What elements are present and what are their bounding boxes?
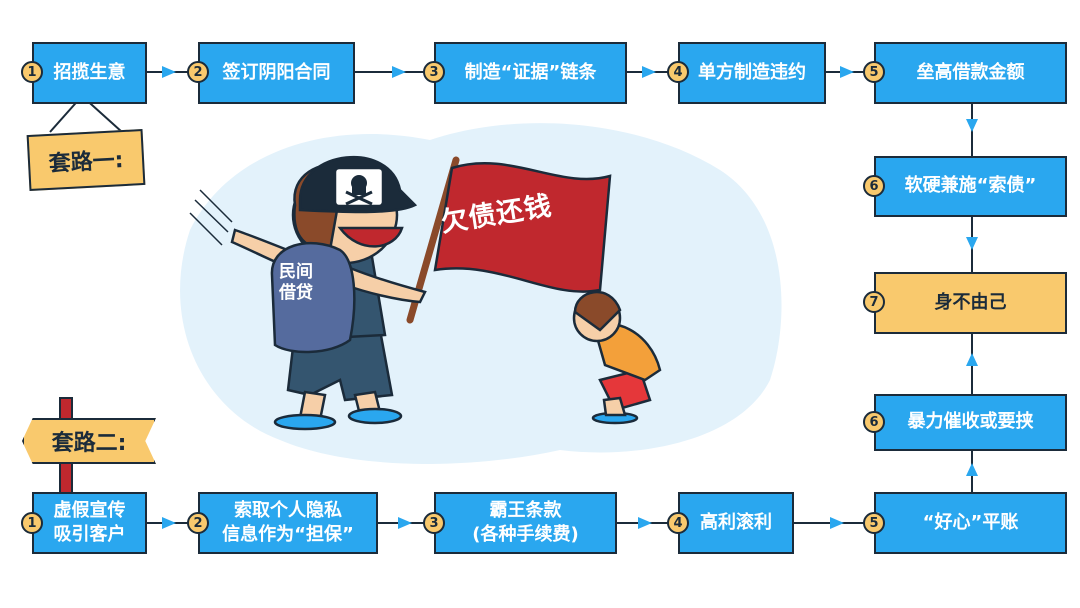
step-label: “好心”平账 <box>922 511 1019 533</box>
step-number: 7 <box>863 291 885 313</box>
backpack <box>270 241 356 354</box>
step-box: 垒高借款金额 <box>874 42 1067 104</box>
flag <box>433 162 612 293</box>
step-number: 1 <box>21 61 43 83</box>
step-number: 1 <box>21 512 43 534</box>
step-box: “好心”平账 <box>874 492 1067 554</box>
step-box: 暴力催收或要挟 <box>874 394 1067 451</box>
outcome-box: 身不由己 <box>874 272 1067 334</box>
step-number: 2 <box>187 512 209 534</box>
step-box: 制造“证据”链条 <box>434 42 627 104</box>
motion-lines <box>189 189 233 246</box>
step-label: 高利滚利 <box>700 511 772 533</box>
step-label: 签订阴阳合同 <box>222 61 331 83</box>
step-label: 暴力催收或要挟 <box>907 411 1034 433</box>
step-box: 高利滚利 <box>678 492 794 554</box>
step-label: 单方制造违约 <box>698 61 806 83</box>
step-number: 5 <box>863 61 885 83</box>
step-number: 4 <box>667 61 689 83</box>
sign-route-one-label: 套路一: <box>48 148 125 177</box>
step-box: 签订阴阳合同 <box>198 42 355 104</box>
sign-route-one: 套路一: <box>26 129 146 191</box>
step-label: 制造“证据”链条 <box>464 61 597 83</box>
step-label: 软硬兼施“索债” <box>904 175 1037 197</box>
step-label: 虚假宣传 吸引客户 <box>53 499 126 545</box>
sign-route-two-label: 套路二: <box>51 431 127 456</box>
step-number: 6 <box>863 175 885 197</box>
step-number: 2 <box>187 61 209 83</box>
step-label: 霸王条款 (各种手续费) <box>472 499 579 545</box>
step-box: 索取个人隐私 信息作为“担保” <box>198 492 378 554</box>
step-number: 5 <box>863 512 885 534</box>
step-number: 3 <box>423 512 445 534</box>
step-box: 霸王条款 (各种手续费) <box>434 492 617 554</box>
step-label: 索取个人隐私 信息作为“担保” <box>222 499 354 545</box>
girl-figure <box>572 291 662 425</box>
step-number: 4 <box>667 512 689 534</box>
skull-icon <box>345 175 373 206</box>
step-box: 虚假宣传 吸引客户 <box>32 492 147 554</box>
sign-route-two: 套路二: <box>22 418 156 464</box>
step-label: 垒高借款金额 <box>916 61 1025 83</box>
arrow-icon <box>162 66 978 529</box>
step-number: 6 <box>863 411 885 433</box>
step-box: 招揽生意 <box>32 42 147 104</box>
outcome-label: 身不由己 <box>934 291 1007 313</box>
step-box: 单方制造违约 <box>678 42 826 104</box>
step-number: 3 <box>423 61 445 83</box>
backpack-label: 民间 借贷 <box>279 262 313 304</box>
step-box: 软硬兼施“索债” <box>874 156 1067 217</box>
step-label: 招揽生意 <box>53 61 126 83</box>
